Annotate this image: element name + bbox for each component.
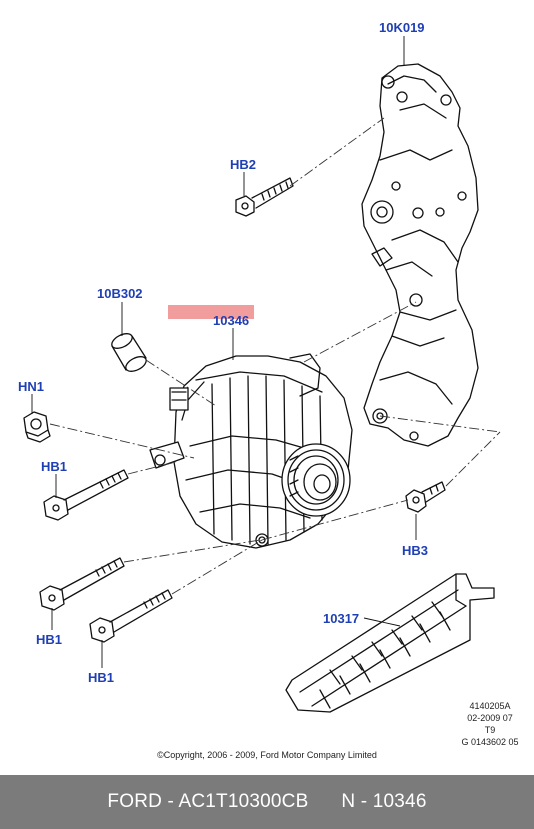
callout-bolt-hb1-middle[interactable]: HB1: [36, 632, 63, 647]
callout-bolt-hb3[interactable]: HB3: [402, 543, 429, 558]
bolt-hb1-middle: [39, 557, 125, 611]
callout-bolt-hb2[interactable]: HB2: [230, 157, 257, 172]
heat-shield-10317: [285, 573, 495, 713]
footer-brand-part: FORD - AC1T10300CB: [107, 791, 309, 812]
meta-line-1: 4140205A: [469, 701, 511, 711]
mounting-bracket-10K019: [361, 63, 479, 447]
callout-shield[interactable]: 10317: [323, 611, 360, 626]
callout-alternator[interactable]: 10346: [213, 313, 250, 328]
alternator-highlight: [168, 305, 254, 319]
bolt-hb1-upper: [43, 469, 129, 521]
callout-nut-hn1[interactable]: HN1: [18, 379, 45, 394]
meta-line-2: 02-2009 07: [467, 713, 513, 723]
drawing-meta: 4140205A 02-2009 07 T9 G 0143602 05: [452, 700, 528, 748]
meta-line-4: G 0143602 05: [461, 737, 519, 747]
copyright-notice: ©Copyright, 2006 - 2009, Ford Motor Comp…: [157, 750, 377, 760]
callout-bushing[interactable]: 10B302: [97, 286, 143, 301]
alternator-10346: [149, 353, 353, 549]
callout-bolt-hb1-lower[interactable]: HB1: [88, 670, 115, 685]
bolt-hb3: [405, 481, 446, 513]
bushing-10B302: [111, 333, 147, 372]
leader-lines: [31, 36, 417, 668]
exploded-parts-diagram: [23, 36, 501, 713]
bolt-hb2: [235, 177, 294, 217]
callout-bracket[interactable]: 10K019: [379, 20, 425, 35]
meta-line-3: T9: [484, 725, 496, 735]
footer-ref: N - 10346: [341, 791, 427, 812]
part-number-footer: FORD - AC1T10300CB N - 10346: [0, 775, 534, 829]
assembly-lines: [49, 117, 501, 595]
footer-gap: [308, 791, 341, 813]
callout-bolt-hb1-upper[interactable]: HB1: [41, 459, 68, 474]
bolt-hb1-lower: [89, 589, 173, 643]
nut-hn1: [23, 411, 51, 443]
